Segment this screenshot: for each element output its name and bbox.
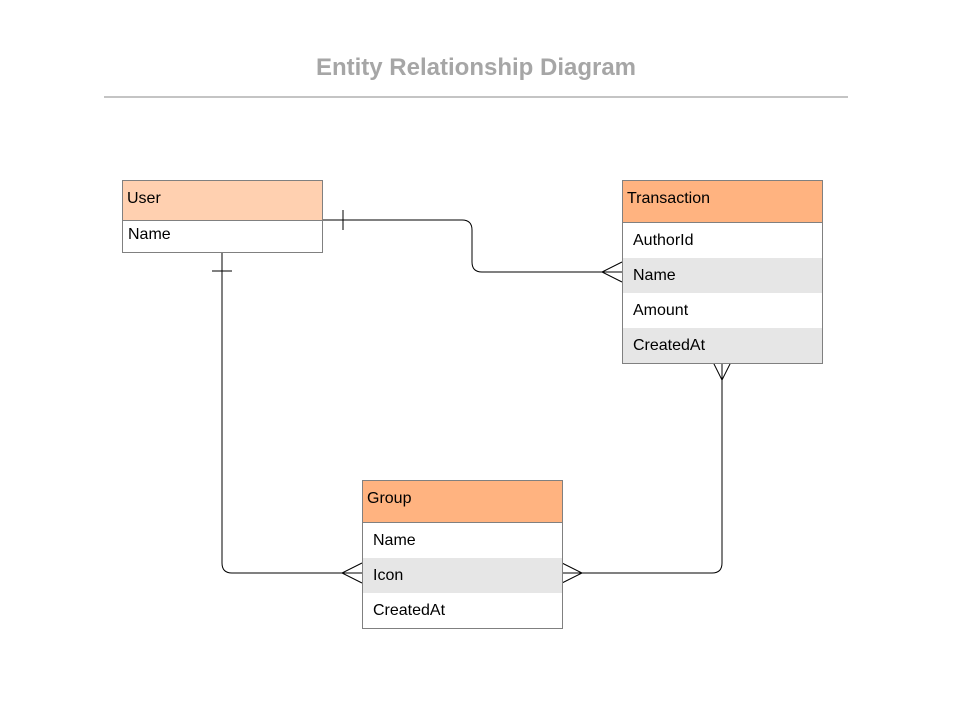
relationship-user-transaction[interactable] — [322, 219, 622, 273]
entity-field: Amount — [633, 302, 689, 319]
crows-foot-icon — [711, 359, 733, 382]
relationship-user-group[interactable] — [221, 252, 362, 574]
entity-header: User — [123, 181, 322, 221]
entity-transaction[interactable]: Transaction AuthorId Name Amount Created… — [622, 180, 823, 364]
crows-foot-icon — [600, 261, 623, 283]
entity-field: Name — [623, 258, 822, 293]
entity-field: Name — [373, 532, 416, 549]
entity-user[interactable]: User Name — [122, 180, 323, 253]
entity-group[interactable]: Group Name Icon CreatedAt — [362, 480, 563, 629]
entity-header: Group — [363, 481, 562, 523]
crows-foot-icon — [561, 562, 584, 584]
crows-foot-icon — [340, 562, 363, 584]
entity-field: Icon — [363, 558, 562, 593]
title-divider — [104, 96, 848, 98]
entity-field: CreatedAt — [373, 602, 446, 619]
relationship-transaction-group[interactable] — [562, 360, 723, 574]
entity-field: Name — [128, 226, 171, 243]
diagram-title: Entity Relationship Diagram — [315, 54, 637, 81]
entity-field: CreatedAt — [623, 328, 822, 363]
entity-header: Transaction — [623, 181, 822, 223]
entity-field: AuthorId — [633, 232, 694, 249]
